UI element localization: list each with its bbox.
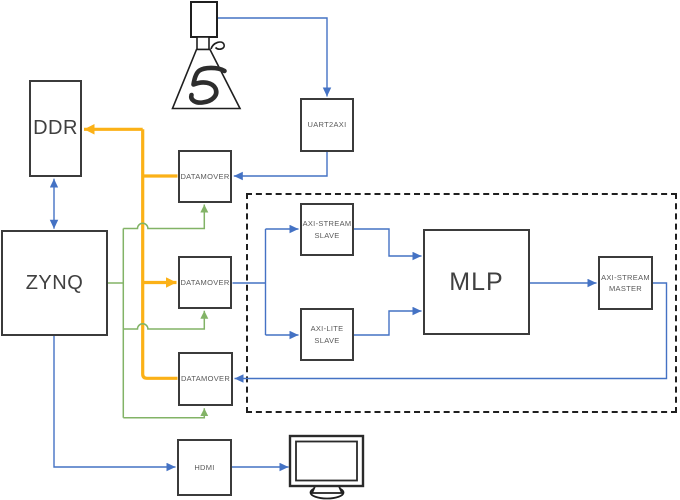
node-axi-lite-slave: AXI-LITE SLAVE bbox=[300, 308, 354, 361]
edge-camera-to-uart2axi bbox=[217, 17, 332, 97]
axi-lite-slave-label: AXI-LITE SLAVE bbox=[311, 323, 344, 346]
node-axi-stream-master: AXI-STREAM MASTER bbox=[598, 256, 653, 310]
node-uart2axi: UART2AXI bbox=[300, 98, 354, 152]
node-axi-stream-slave: AXI-STREAM SLAVE bbox=[300, 203, 354, 256]
camera-icon bbox=[171, 1, 242, 110]
hdmi-label: HDMI bbox=[194, 462, 215, 472]
node-datamover-top: DATAMOVER bbox=[178, 150, 232, 203]
uart2axi-label: UART2AXI bbox=[307, 120, 347, 130]
ddr-label: DDR bbox=[33, 117, 78, 139]
edge-ddr-bus-trunk bbox=[141, 129, 178, 380]
axi-stream-slave-line2: SLAVE bbox=[314, 230, 340, 240]
node-mlp: MLP bbox=[423, 229, 530, 335]
edge-zynq-to-hdmi bbox=[53, 336, 176, 472]
axi-lite-slave-line2: SLAVE bbox=[314, 335, 340, 345]
axi-lite-slave-line1: AXI-LITE bbox=[310, 324, 344, 334]
edge-zynq-to-datamover-top bbox=[123, 204, 209, 230]
axi-stream-slave-line1: AXI-STREAM bbox=[302, 219, 352, 229]
edge-zynq-to-datamover-bottom bbox=[123, 408, 209, 419]
monitor-icon bbox=[288, 434, 365, 500]
axi-stream-slave-label: AXI-STREAM SLAVE bbox=[303, 218, 352, 241]
edge-zynq-to-datamover-mid bbox=[123, 310, 209, 330]
datamover-bottom-label: DATAMOVER bbox=[180, 374, 231, 384]
node-ddr: DDR bbox=[29, 80, 82, 177]
node-hdmi: HDMI bbox=[177, 439, 232, 496]
mlp-label: MLP bbox=[449, 267, 504, 296]
axi-stream-master-line1: AXI-STREAM bbox=[601, 272, 650, 282]
node-datamover-mid: DATAMOVER bbox=[178, 256, 232, 309]
handwritten-digit bbox=[188, 65, 227, 105]
node-zynq: ZYNQ bbox=[1, 230, 108, 336]
camera-cable-curl bbox=[210, 41, 226, 50]
edge-uart2axi-to-datamover-top bbox=[233, 152, 328, 181]
axi-stream-master-label: AXI-STREAM MASTER bbox=[601, 272, 650, 295]
zynq-label: ZYNQ bbox=[25, 271, 84, 294]
datamover-top-label: DATAMOVER bbox=[180, 171, 230, 181]
node-datamover-bottom: DATAMOVER bbox=[178, 352, 233, 406]
axi-stream-master-line2: MASTER bbox=[608, 284, 643, 293]
datamover-mid-label: DATAMOVER bbox=[180, 277, 230, 287]
